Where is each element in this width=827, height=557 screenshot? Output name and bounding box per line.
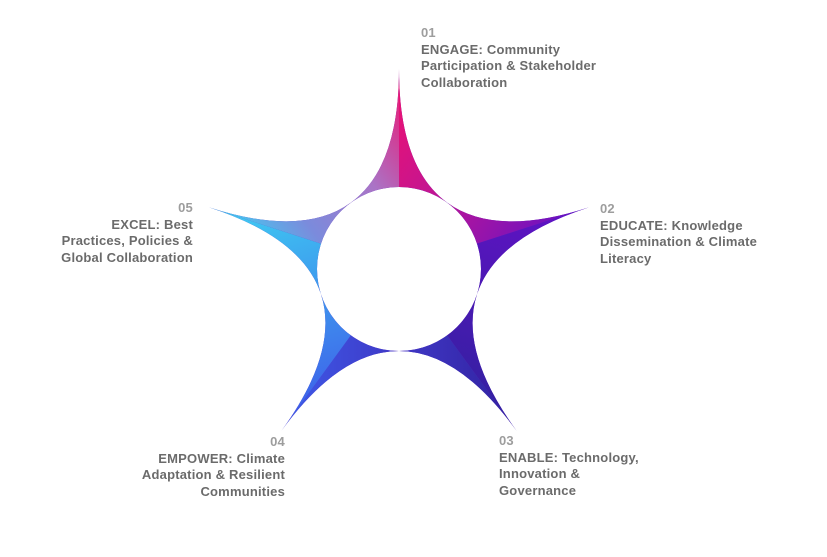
item-03-number: 03	[499, 433, 514, 448]
item-04-text-line-2: Adaptation & Resilient	[141, 467, 285, 482]
item-01-text-line-3: Collaboration	[421, 74, 508, 90]
item-05-number: 05	[178, 200, 193, 215]
item-04-number: 04	[270, 434, 285, 449]
item-03-text-line-1: ENABLE: Technology,	[499, 449, 639, 465]
item-01-engage-label: 01 ENGAGE: Community Participation & Sta…	[421, 25, 596, 91]
item-03-enable-label: 03 ENABLE: Technology, Innovation & Gove…	[499, 433, 639, 499]
star-diagram	[208, 69, 590, 431]
item-02-text-line-1: EDUCATE: Knowledge	[600, 217, 743, 233]
item-01-text-line-2: Participation & Stakeholder	[421, 58, 597, 73]
item-05-text-line-3: Global Collaboration	[61, 249, 193, 265]
item-03-text-line-3: Governance	[499, 482, 577, 498]
item-04-text-line-3: Communities	[200, 483, 285, 499]
star-sector-02-03	[447, 207, 590, 431]
item-05-text-line-2: Practices, Policies &	[61, 233, 193, 248]
item-02-text-line-3: Literacy	[600, 250, 652, 266]
item-02-text-line-2: Dissemination & Climate	[600, 234, 758, 249]
star-sector-04-05	[208, 207, 351, 431]
item-02-number: 02	[600, 201, 615, 216]
item-01-text-line-1: ENGAGE: Community	[421, 41, 561, 57]
item-04-empower-label: 04 EMPOWER: Climate Adaptation & Resilie…	[142, 434, 285, 500]
item-04-text-line-1: EMPOWER: Climate	[158, 450, 285, 466]
item-01-number: 01	[421, 25, 436, 40]
item-05-excel-label: 05 EXCEL: Best Practices, Policies & Glo…	[61, 200, 193, 266]
item-05-text-line-1: EXCEL: Best	[111, 216, 193, 232]
star-sector-03-04	[281, 335, 517, 431]
star-graphic-wrap	[189, 59, 609, 479]
item-02-educate-label: 02 EDUCATE: Knowledge Dissemination & Cl…	[600, 201, 757, 267]
item-03-text-line-2: Innovation &	[499, 466, 581, 481]
